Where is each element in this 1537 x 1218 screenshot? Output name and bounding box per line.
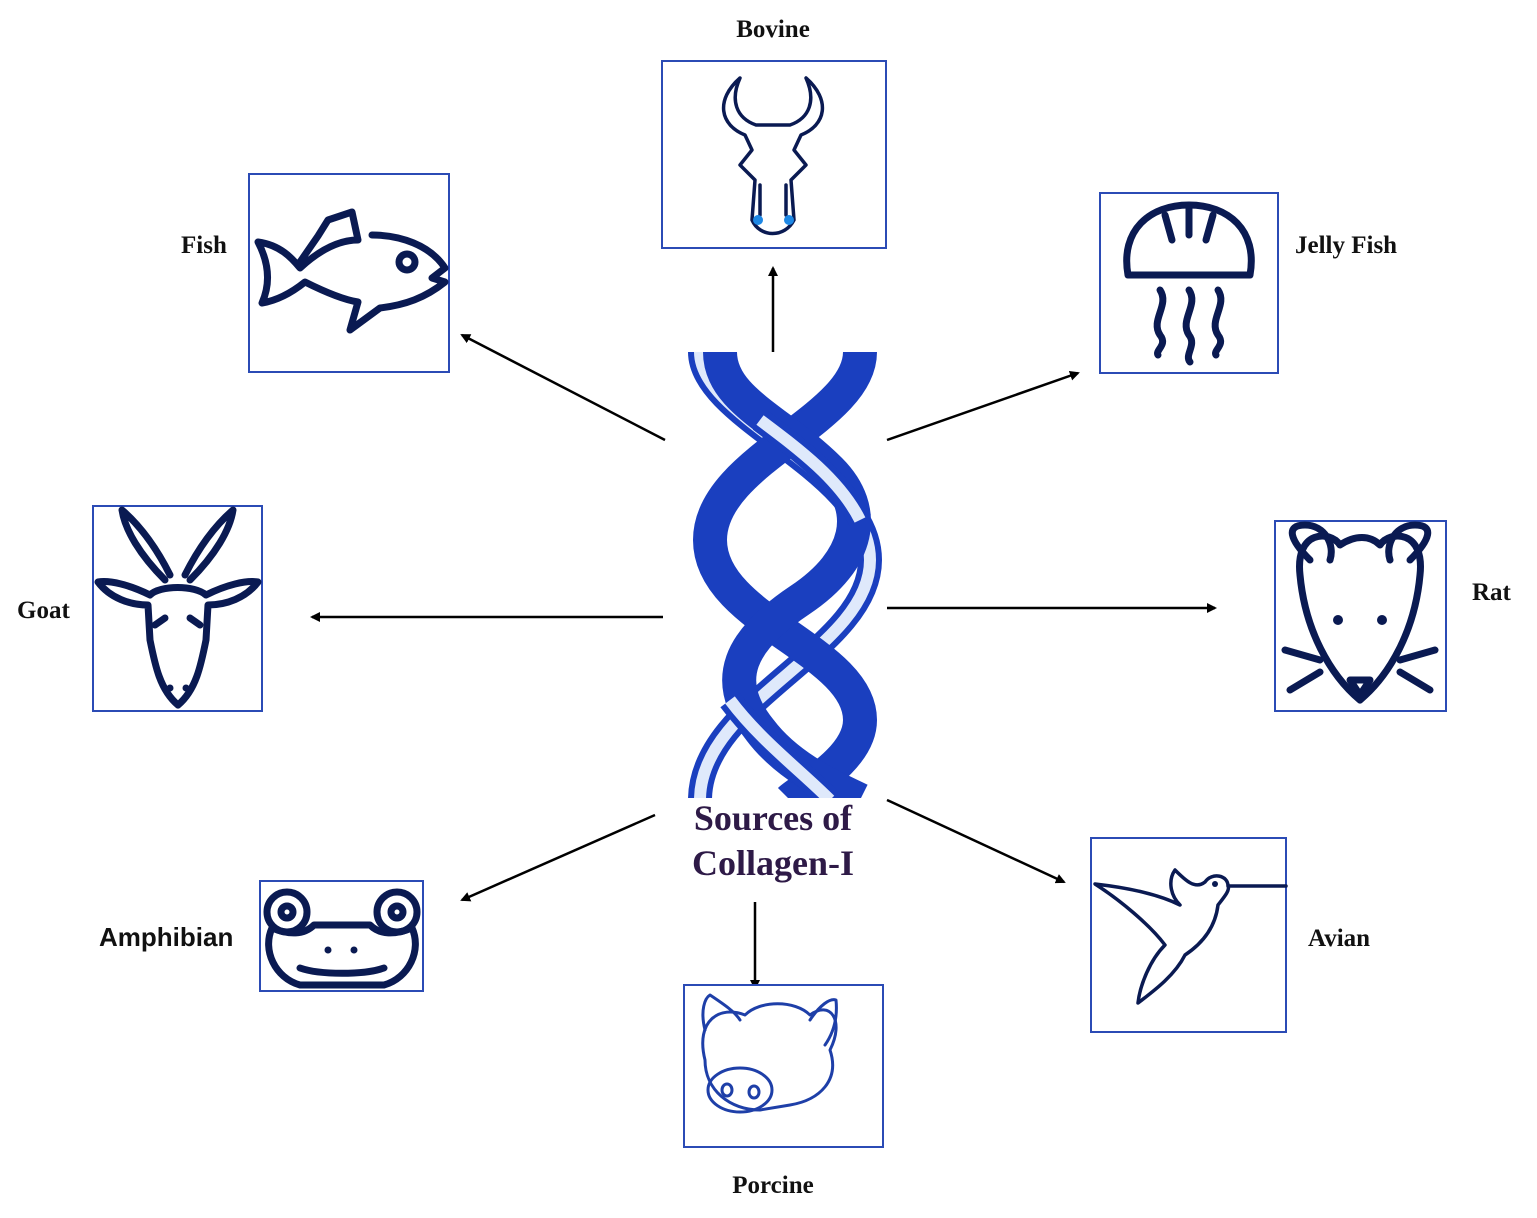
bovine-label: Bovine bbox=[736, 16, 810, 43]
fish-label: Fish bbox=[181, 232, 227, 259]
arrow-to-avian bbox=[886, 798, 1066, 884]
porcine-box bbox=[683, 984, 884, 1148]
fish-box bbox=[248, 173, 450, 373]
pig-head-icon bbox=[701, 993, 838, 1114]
arrow-to-jellyfish bbox=[886, 370, 1080, 442]
center-label-line1: Sources of bbox=[694, 798, 853, 838]
rat-label: Rat bbox=[1472, 579, 1512, 606]
source-bovine: Bovine bbox=[661, 16, 887, 249]
cow-head-icon bbox=[722, 76, 824, 236]
bovine-box bbox=[661, 60, 887, 249]
source-avian: Avian bbox=[1090, 837, 1370, 1033]
jellyfish-label: Jelly Fish bbox=[1295, 232, 1397, 259]
rat-face-icon bbox=[1281, 521, 1439, 704]
center-label-line2: Collagen-I bbox=[692, 843, 854, 883]
amphibian-label: Amphibian bbox=[99, 922, 233, 952]
porcine-label: Porcine bbox=[732, 1172, 813, 1199]
avian-box bbox=[1090, 837, 1287, 1033]
frog-face-icon bbox=[263, 888, 421, 989]
arrows bbox=[310, 266, 1217, 990]
goat-box bbox=[92, 505, 263, 712]
hummingbird-icon bbox=[1093, 868, 1288, 1005]
source-jellyfish: Jelly Fish bbox=[1099, 192, 1397, 374]
arrow-to-fish bbox=[460, 333, 666, 442]
source-porcine: Porcine bbox=[683, 984, 884, 1199]
arrow-to-amphibian bbox=[460, 813, 656, 902]
source-rat: Rat bbox=[1274, 520, 1512, 712]
collagen-triple-helix-icon bbox=[688, 352, 883, 798]
source-fish: Fish bbox=[181, 173, 450, 373]
source-amphibian: Amphibian bbox=[99, 880, 424, 992]
fish-icon bbox=[254, 208, 449, 334]
source-goat: Goat bbox=[17, 505, 263, 712]
goat-label: Goat bbox=[17, 597, 70, 624]
goat-head-icon bbox=[94, 506, 262, 709]
avian-label: Avian bbox=[1308, 925, 1370, 952]
jellyfish-icon bbox=[1123, 201, 1255, 366]
